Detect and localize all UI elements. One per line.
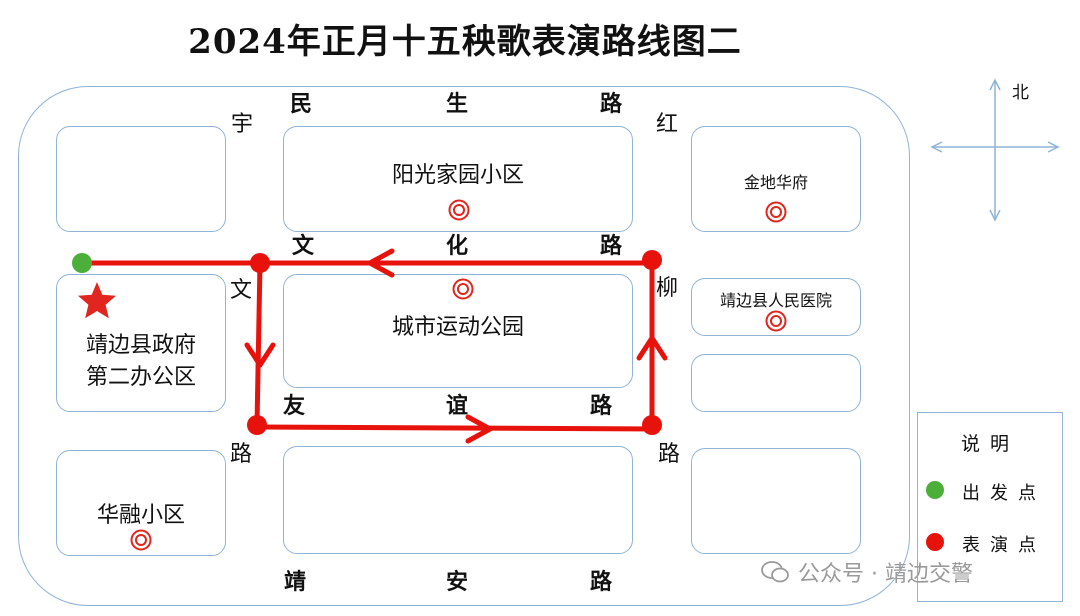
legend-perform-label: 表演点	[962, 535, 1046, 556]
performance-point-marker	[247, 415, 267, 435]
block-right-middle	[691, 354, 861, 412]
performance-point-marker	[642, 415, 662, 435]
start-point-marker	[72, 253, 92, 273]
block-label: 靖边县政府	[85, 333, 196, 358]
road-label-minsheng: 路	[600, 92, 623, 117]
block-city-sports-park: 城市运动公园	[283, 274, 633, 388]
block-label: 华融小区	[96, 503, 185, 528]
road-label-lu-left: 路	[230, 442, 253, 467]
road-label-hong: 红	[656, 112, 679, 137]
road-label-minsheng: 民	[290, 92, 313, 117]
block-bottom-right	[691, 448, 861, 554]
arrow-right-icon	[465, 414, 493, 444]
road-label-jingan: 路	[590, 570, 613, 595]
road-label-wenhua: 文	[292, 234, 315, 259]
arrow-left-icon	[367, 248, 395, 278]
compass-north-label: 北	[1012, 83, 1029, 103]
road-label-jingan: 安	[446, 570, 469, 595]
route-segment-left-down	[254, 260, 263, 428]
performance-target-icon	[765, 310, 787, 332]
performance-point-marker	[642, 250, 662, 270]
road-label-youyi: 谊	[446, 394, 469, 419]
block-jindi-huafu: 金地华府	[691, 126, 861, 232]
map-title: 2024年正月十五秧歌表演路线图二	[188, 22, 742, 62]
star-icon	[78, 282, 116, 319]
road-label-youyi: 友	[283, 394, 306, 419]
road-label-liu: 柳	[656, 276, 679, 301]
block-bottom-middle	[283, 446, 633, 554]
block-huarong: 华融小区	[56, 450, 226, 556]
legend-start-dot	[926, 481, 944, 499]
road-label-yu: 宇	[231, 112, 254, 137]
block-yangguang-jiayuan: 阳光家园小区	[283, 126, 633, 232]
arrow-up-icon	[636, 335, 668, 361]
performance-target-icon	[765, 201, 787, 223]
performance-target-icon	[452, 278, 474, 300]
legend-start-label: 出发点	[962, 483, 1046, 504]
arrow-down-icon	[244, 342, 276, 368]
legend: 说明 出发点 表演点	[917, 412, 1063, 602]
legend-title: 说明	[960, 433, 1019, 455]
road-label-wen-left: 文	[230, 278, 253, 303]
map-frame	[18, 86, 910, 606]
road-label-lu-right: 路	[658, 442, 681, 467]
road-label-youyi: 路	[590, 394, 613, 419]
route-segment-youyi-road	[254, 424, 655, 432]
block-label: 第二办公区	[85, 365, 196, 390]
wechat-icon	[761, 561, 789, 583]
performance-target-icon	[448, 199, 470, 221]
road-label-wenhua: 化	[446, 234, 469, 259]
block-top-left	[56, 126, 226, 232]
watermark-text: 公众号 · 靖边交警	[798, 562, 973, 587]
legend-perform-dot	[926, 533, 944, 551]
compass-icon	[930, 78, 1060, 222]
block-label: 城市运动公园	[391, 315, 524, 340]
block-label: 金地华府	[743, 173, 808, 192]
watermark: 公众号 · 靖边交警	[760, 556, 973, 588]
performance-target-icon	[130, 529, 152, 551]
road-label-wenhua: 路	[600, 234, 623, 259]
block-label: 靖边县人民医院	[719, 291, 832, 310]
performance-point-marker	[250, 253, 270, 273]
road-label-minsheng: 生	[446, 92, 469, 117]
road-label-jingan: 靖	[284, 570, 307, 595]
block-label: 阳光家园小区	[391, 163, 524, 188]
